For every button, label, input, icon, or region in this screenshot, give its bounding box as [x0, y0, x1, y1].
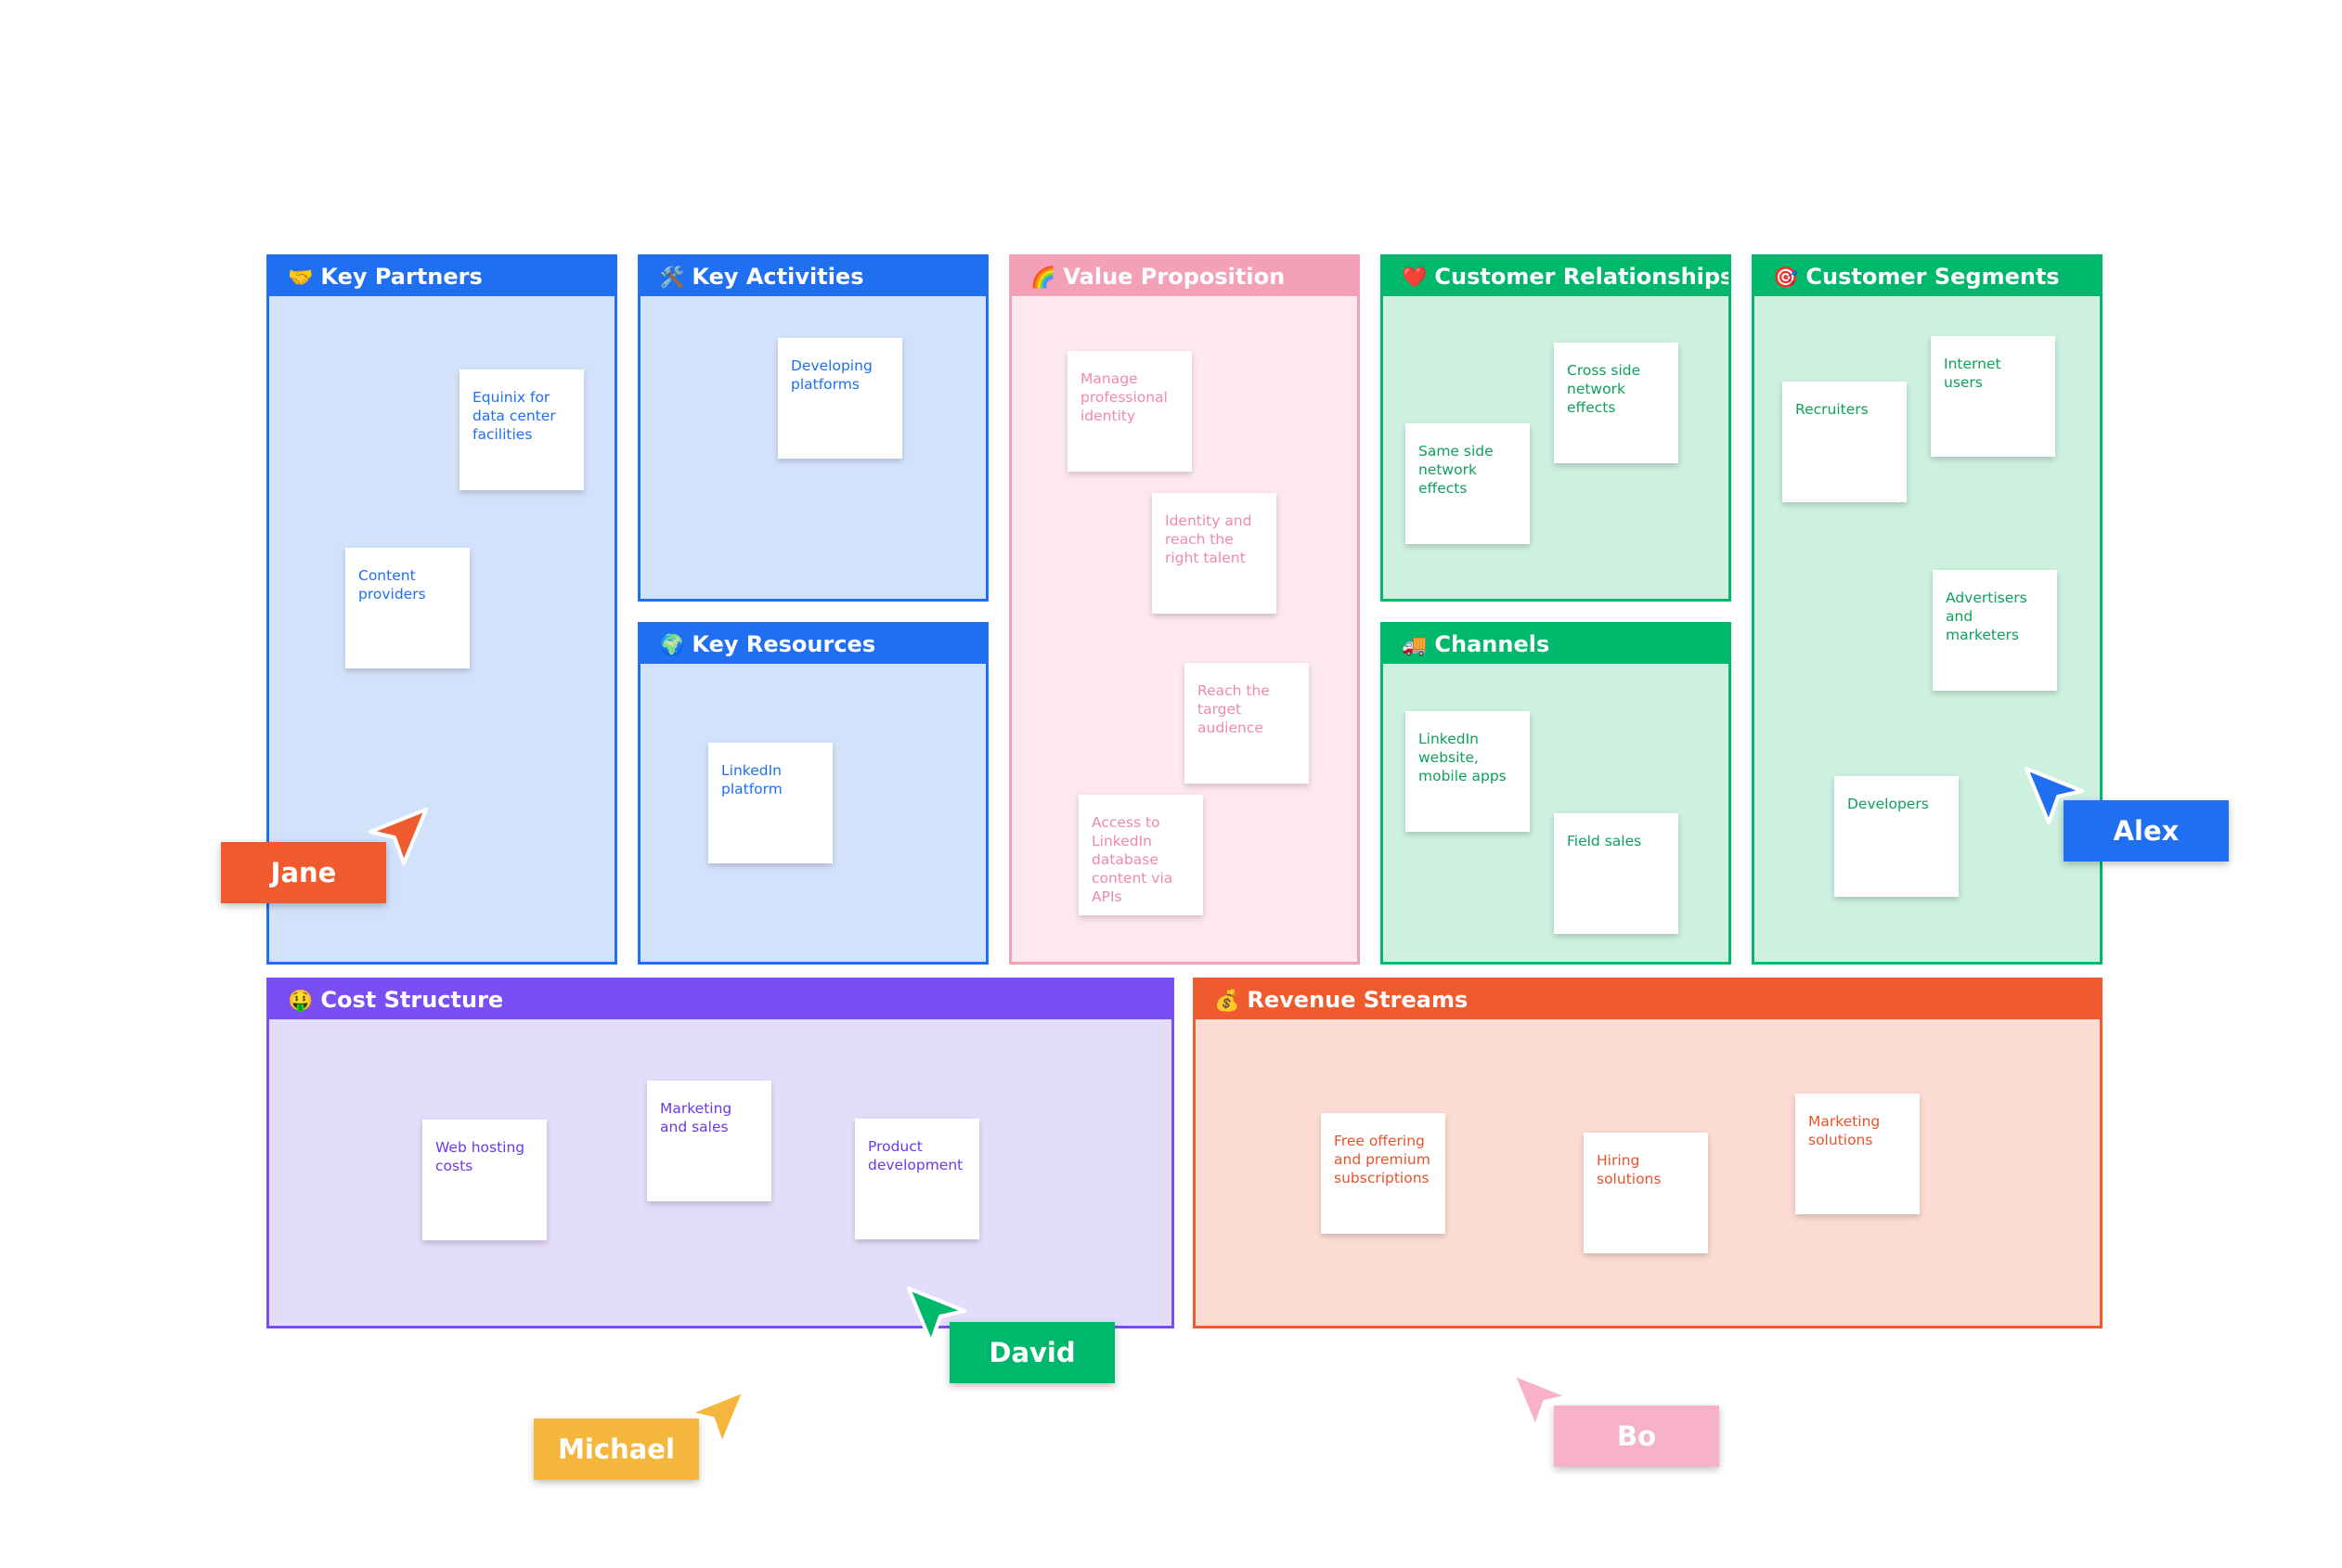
sticky-note[interactable]: Marketing and sales [647, 1081, 771, 1201]
globe-icon: 🌍 [659, 634, 685, 657]
cursor-arrow-icon [687, 1389, 746, 1446]
target-icon: 🎯 [1773, 266, 1799, 290]
panel-title: Customer Segments [1805, 264, 2060, 290]
sticky-note[interactable]: Equinix for data center facilities [459, 369, 584, 490]
cursor-label-bo: Bo [1554, 1406, 1719, 1467]
sticky-note[interactable]: Identity and reach the right talent [1152, 493, 1276, 614]
heart-icon: ❤️ [1402, 266, 1428, 290]
sticky-note[interactable]: Web hosting costs [422, 1120, 547, 1240]
sticky-note[interactable]: Marketing solutions [1795, 1094, 1920, 1214]
panel-title: Revenue Streams [1247, 987, 1469, 1013]
cursor-arrow-icon [2025, 767, 2084, 824]
sticky-note[interactable]: Free offering and premium subscriptions [1321, 1113, 1445, 1234]
sticky-note[interactable]: Advertisers and marketers [1933, 570, 2057, 691]
panel-header-key-activities: 🛠️ Key Activities [640, 257, 986, 296]
cursor-label-david: David [950, 1322, 1115, 1383]
sticky-note[interactable]: Hiring solutions [1584, 1133, 1708, 1253]
panel-key-resources[interactable]: 🌍 Key Resources [638, 622, 989, 965]
money-face-icon: 🤑 [288, 990, 314, 1013]
panel-title: Cost Structure [320, 987, 504, 1013]
sticky-note[interactable]: Product development [855, 1119, 979, 1239]
panel-header-key-partners: 🤝Key Partners [269, 257, 615, 296]
panel-header-cost-structure: 🤑 Cost Structure [269, 980, 1171, 1019]
sticky-note[interactable]: LinkedIn platform [708, 743, 833, 863]
panel-header-key-resources: 🌍 Key Resources [640, 625, 986, 664]
sticky-note[interactable]: Content providers [345, 548, 470, 668]
cursor-arrow-icon [369, 808, 428, 865]
sticky-note[interactable]: Manage professional identity [1067, 351, 1192, 472]
sticky-note[interactable]: Developers [1834, 776, 1959, 897]
panel-title: Key Resources [692, 631, 876, 657]
sticky-note[interactable]: Cross side network effects [1554, 343, 1678, 463]
cursor-arrow-icon [907, 1287, 966, 1344]
panel-title: Key Partners [320, 264, 483, 290]
cursor-arrow-icon [1511, 1372, 1571, 1430]
handshake-icon: 🤝 [288, 266, 314, 290]
tools-icon: 🛠️ [659, 266, 685, 290]
cursor-label-alex: Alex [2064, 800, 2229, 862]
panel-title: Customer Relationships [1434, 264, 1728, 290]
sticky-note[interactable]: Recruiters [1782, 382, 1907, 502]
panel-header-revenue-streams: 💰 Revenue Streams [1196, 980, 2100, 1019]
sticky-note[interactable]: Field sales [1554, 813, 1678, 934]
sticky-note[interactable]: Reach the target audience [1184, 663, 1309, 784]
sticky-note[interactable]: Developing platforms [778, 338, 902, 459]
panel-header-customer-segments: 🎯Customer Segments [1754, 257, 2100, 296]
truck-icon: 🚚 [1402, 634, 1428, 657]
sticky-note[interactable]: LinkedIn website, mobile apps [1405, 711, 1530, 832]
panel-header-value-proposition: 🌈 Value Proposition [1012, 257, 1357, 296]
sticky-note[interactable]: Access to LinkedIn database content via … [1079, 795, 1203, 915]
panel-header-channels: 🚚 Channels [1383, 625, 1728, 664]
panel-title: Value Proposition [1063, 264, 1286, 290]
money-bag-icon: 💰 [1214, 990, 1240, 1013]
panel-title: Channels [1434, 631, 1550, 657]
sticky-note[interactable]: Internet users [1931, 336, 2055, 457]
rainbow-icon: 🌈 [1030, 266, 1056, 290]
cursor-label-michael: Michael [534, 1419, 699, 1480]
panel-header-customer-relationships: ❤️Customer Relationships [1383, 257, 1728, 296]
cursor-label-jane: Jane [221, 842, 386, 903]
sticky-note[interactable]: Same side network effects [1405, 423, 1530, 544]
panel-title: Key Activities [692, 264, 864, 290]
